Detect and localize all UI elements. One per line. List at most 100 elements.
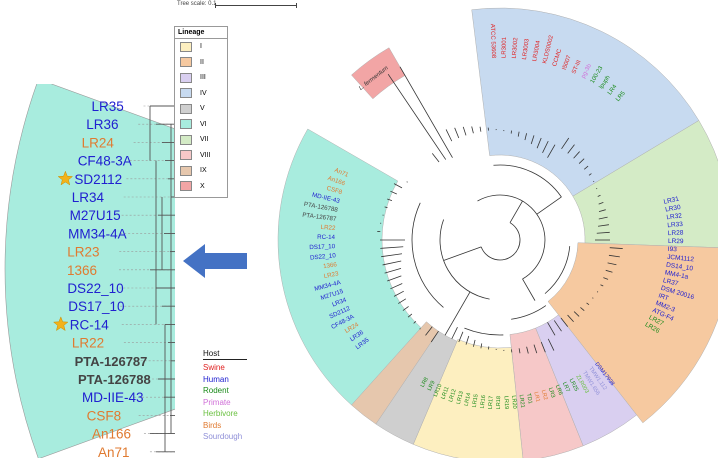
zoom-strain-label: DS22_10 (67, 281, 123, 296)
tree-leaf-label: LR18 (496, 396, 502, 409)
zoom-strain-label: LR36 (86, 117, 118, 132)
tree-leaf-label: TD1 (525, 393, 533, 404)
lineage-legend-title: Lineage (175, 27, 227, 39)
tree-leaf-label: LR6 (554, 384, 563, 396)
zoom-strain-label: PTA-126788 (78, 372, 151, 387)
tree-scale-bar (215, 3, 297, 8)
tree-leaf-label: RC-14 (317, 234, 336, 241)
lineage-ii-sector (547, 242, 718, 424)
tree-leaf-label: LR10 (433, 383, 444, 398)
star-icon (57, 170, 74, 186)
lineage-legend-item: I (175, 39, 227, 55)
host-legend-item: Herbivore (203, 409, 238, 418)
lineage-legend-item: IV (175, 86, 227, 102)
zoom-strain-label: An71 (98, 445, 130, 458)
tree-leaf-label: LR3002 (512, 37, 520, 59)
tree-leaf-label: ATCC 53608 (489, 24, 496, 59)
host-legend-title: Host (203, 349, 247, 360)
lineage-swatch (180, 119, 192, 130)
tree-leaf-label: IRT (657, 292, 669, 302)
zoom-arrow-icon (183, 244, 247, 278)
zoom-strain-label: An166 (92, 427, 131, 442)
lineage-legend-item: V (175, 101, 227, 117)
tree-leaf-label: PTA-126787 (302, 212, 337, 223)
lineage-swatch (180, 150, 192, 161)
zoom-strain-label: PTA-126787 (75, 354, 148, 369)
tree-leaf-label: LR3004 (532, 40, 542, 62)
zoom-strain-label: M27U15 (70, 208, 121, 223)
lineage-label: IV (200, 89, 207, 97)
lineage-legend-item: VIII (175, 148, 227, 164)
zoom-strain-label: DS17_10 (68, 299, 124, 314)
lineage-legend-item: III (175, 70, 227, 86)
tree-leaf-label: LR22 (320, 224, 336, 232)
lineage-iv-sector (471, 7, 700, 197)
tree-leaf-label: LR4 (607, 83, 619, 96)
tree-leaf-label: LR28 (668, 230, 684, 238)
tree-leaf-label: LR20 (510, 395, 517, 409)
lineage-swatch (180, 134, 192, 145)
lineage-label: I (200, 43, 202, 51)
lineage-legend-item: IX (175, 163, 227, 179)
tree-leaf-label: LR25 (568, 378, 579, 393)
tree-leaf-label: LR31 (663, 195, 680, 205)
host-legend-item: Rodent (203, 386, 229, 395)
lineage-label: VI (200, 120, 207, 128)
tree-leaf-label: I93 (668, 246, 678, 254)
host-legend-item: Primate (203, 397, 231, 407)
tree-leaf-label: LR3003 (522, 38, 531, 60)
zoom-strain-label: LR35 (91, 99, 123, 114)
tree-leaf-label: LR33 (667, 221, 683, 229)
host-legend-item: Swine (203, 363, 225, 372)
lineage-swatch (180, 165, 192, 176)
lineage-swatch (180, 88, 192, 99)
tree-branches (377, 66, 623, 354)
lineage-label: VII (200, 136, 209, 144)
zoom-strain-label: RC-14 (70, 317, 110, 332)
lineage-label: V (200, 105, 205, 113)
tree-leaf-label: LR7 (561, 381, 571, 393)
lineage-label: VIII (200, 151, 211, 159)
tree-leaf-label: LR13 (456, 391, 465, 405)
tree-leaf-label: LR19 (503, 396, 510, 410)
tree-leaf-label: LR23 (323, 270, 339, 280)
tree-scale: Tree scale: 0.1 (177, 0, 317, 12)
lineage-legend-item: VII (175, 132, 227, 148)
tree-leaf-label: LR3001 (501, 36, 507, 58)
tree-leaf-label: LR2 (540, 389, 549, 401)
zoom-strain-label: LR22 (72, 336, 104, 351)
tree-scale-label: Tree scale: 0.1 (177, 1, 217, 7)
phylogenetic-tree: LR31LR30LR32LR33LR28LR29I93JCM1112DS14_1… (277, 7, 718, 458)
tree-leaf-label: ST-III (571, 59, 582, 75)
tree-leaf-label: LR16 (480, 395, 487, 409)
zoom-strain-label: MD-IIE-43 (82, 390, 144, 405)
tree-leaf-label: LR12 (448, 388, 458, 403)
lineage-label: II (200, 58, 204, 66)
lineage-ix-sector (351, 321, 439, 425)
tree-leaf-label: LR14 (464, 392, 473, 406)
zoom-strain-label: LR24 (82, 135, 115, 150)
tree-leaf-label: LR15 (472, 394, 480, 408)
tree-leaf-label: LR29 (668, 238, 684, 245)
lineage-swatch (180, 181, 192, 192)
tree-leaf-label: DS17_10 (309, 243, 336, 251)
tree-leaf-label: DS22_10 (310, 252, 337, 261)
lineage-swatch (180, 41, 192, 52)
zoom-strain-label: CSF8 (87, 408, 122, 423)
lineage-legend-item: X (175, 179, 227, 195)
host-legend-item: Sourdough (203, 432, 243, 441)
zoom-strain-label: CF48-3A (78, 154, 132, 169)
lineage-label: X (200, 182, 205, 190)
zoom-strain-label: MM34-4A (68, 226, 127, 241)
lineage-vii-sector (572, 120, 718, 248)
zoom-lineage-vi-band (4, 84, 175, 458)
lineage-label: III (200, 74, 206, 82)
tree-leaf-label: LR3 (547, 387, 556, 399)
lineage-swatch (180, 103, 192, 114)
lineage-swatch (180, 72, 192, 83)
tree-leaf-label: LR37 (662, 277, 679, 288)
star-icon (52, 316, 69, 332)
lineage-vi-sector (277, 128, 422, 406)
